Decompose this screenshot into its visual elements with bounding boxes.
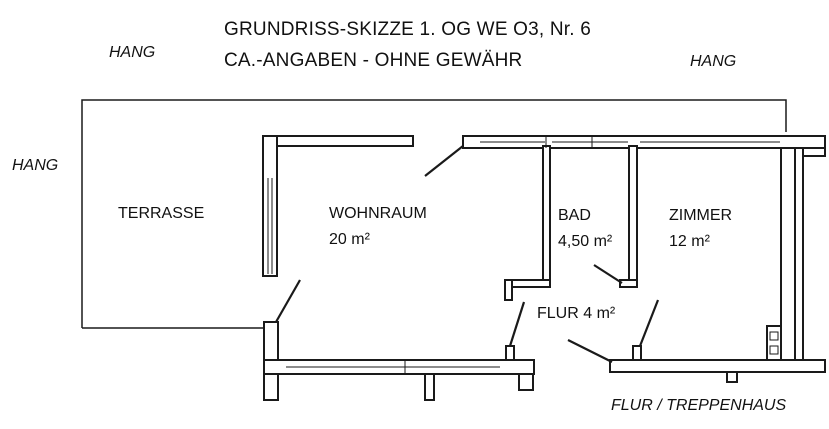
door-entrance: [567, 339, 613, 363]
wall-living-top-left: [262, 135, 414, 147]
room-bad-area: 4,50 m²: [558, 233, 613, 250]
room-zimmer-name: ZIMMER: [669, 207, 733, 224]
wall-bath-stub-down: [504, 279, 513, 301]
wall-bottom-stub: [424, 373, 435, 401]
wall-flur-left-post: [505, 345, 515, 361]
door-terrace: [275, 279, 301, 323]
shaft-mark-2: [769, 345, 779, 355]
slope-label-left: HANG: [12, 157, 59, 174]
room-wohnraum-name: WOHNRAUM: [329, 205, 427, 222]
wall-room-post: [726, 371, 738, 383]
wall-room-right: [780, 147, 796, 361]
door-bath: [593, 264, 623, 284]
wall-outer-right-vertical: [794, 147, 804, 361]
wall-bath-right: [628, 145, 638, 287]
slope-label-top-right: HANG: [690, 53, 737, 70]
door-living-top: [424, 145, 464, 177]
room-wohnraum-area: 20 m²: [329, 231, 370, 248]
room-zimmer-area: 12 m²: [669, 233, 710, 250]
room-terrasse-name: TERRASSE: [118, 205, 205, 222]
shaft-mark-1: [769, 331, 779, 341]
slope-label-top-left: HANG: [109, 44, 156, 61]
door-room: [638, 299, 660, 347]
wall-living-left: [262, 135, 278, 277]
shaft-box: [766, 325, 782, 361]
wall-bath-left: [542, 145, 551, 281]
corridor-stairwell-label: FLUR / TREPPENHAUS: [611, 397, 787, 414]
wall-bath-stub-right: [619, 279, 638, 288]
terrace-outline: [81, 99, 787, 328]
wall-room-bottom: [609, 359, 826, 373]
wall-flur-right-post: [632, 345, 642, 361]
wall-bottom-post: [518, 373, 534, 391]
room-flur-label: FLUR 4 m²: [537, 305, 616, 322]
room-bad-name: BAD: [558, 207, 591, 224]
plan-title-line1: GRUNDRISS-SKIZZE 1. OG WE O3, Nr. 6: [224, 19, 591, 40]
plan-title-line2: CA.-ANGABEN - OHNE GEWÄHR: [224, 50, 523, 71]
door-flur-left: [508, 301, 526, 347]
